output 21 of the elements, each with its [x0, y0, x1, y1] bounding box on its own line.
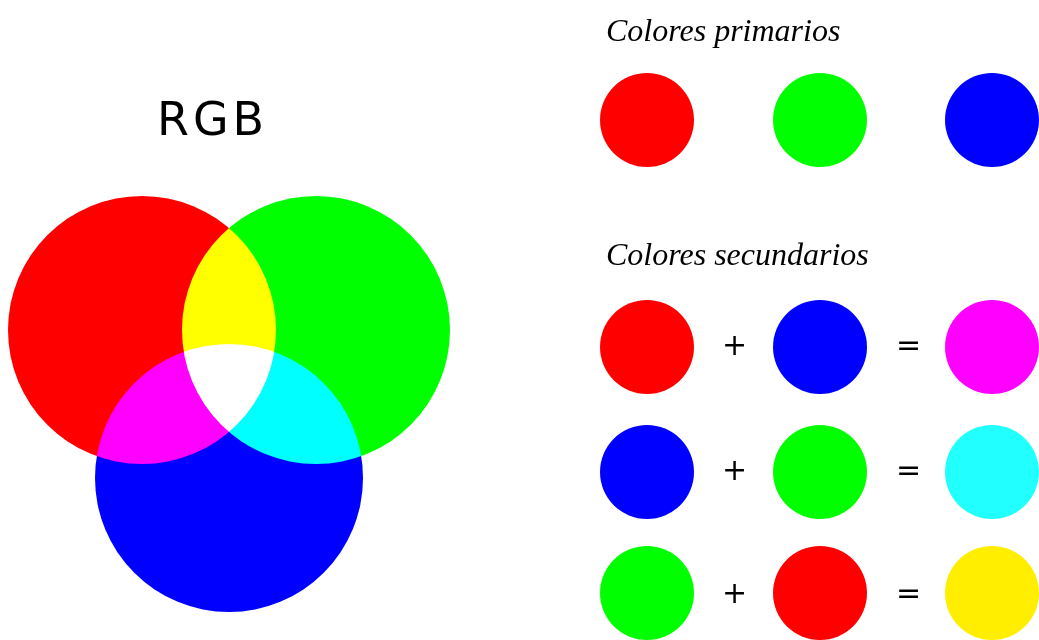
color-circle — [600, 546, 694, 640]
plus-sign: + — [722, 455, 748, 485]
plus-sign: + — [722, 578, 748, 608]
title: RGB — [157, 96, 269, 142]
color-circle — [773, 73, 867, 167]
plus-sign: + — [722, 330, 748, 360]
equals-sign: = — [896, 330, 922, 360]
equals-sign: = — [896, 455, 922, 485]
equals-sign: = — [896, 578, 922, 608]
color-circle — [945, 73, 1039, 167]
section-heading: Colores primarios — [606, 14, 841, 46]
section-heading: Colores secundarios — [606, 238, 869, 270]
color-circle — [773, 300, 867, 394]
color-circle — [945, 300, 1039, 394]
color-circle — [773, 425, 867, 519]
color-circle — [773, 546, 867, 640]
color-circle — [600, 300, 694, 394]
color-circle — [945, 546, 1039, 640]
color-circle — [600, 73, 694, 167]
color-circle — [600, 425, 694, 519]
color-circle — [945, 425, 1039, 519]
